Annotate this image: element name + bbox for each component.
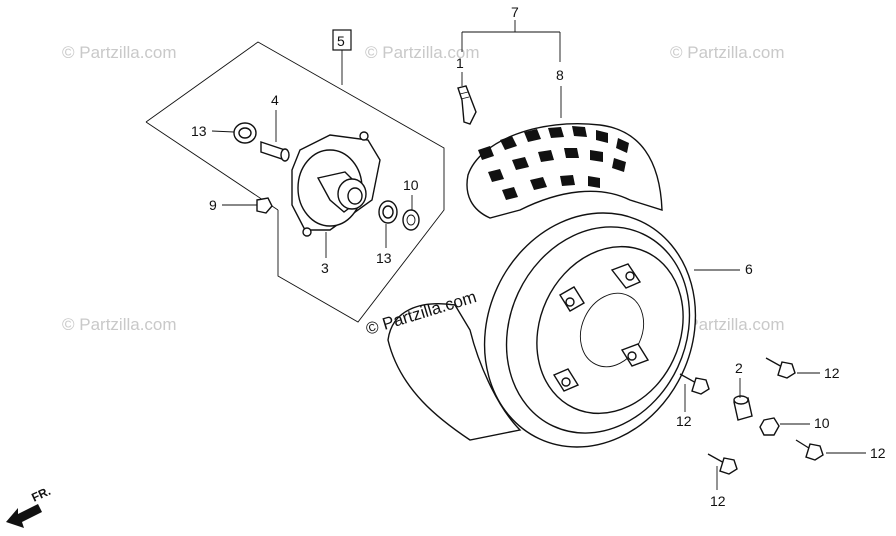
callout-13a: 13 — [191, 123, 207, 139]
callout-2: 2 — [735, 360, 743, 376]
collar-4 — [260, 141, 290, 162]
tire-8 — [466, 123, 663, 219]
callout-9: 9 — [209, 197, 217, 213]
callout-4: 4 — [271, 92, 279, 108]
bearing-13-lower — [378, 200, 398, 224]
watermark-top-center: © Partzilla.com — [365, 43, 480, 62]
hub-3 — [291, 131, 381, 237]
callout-12d: 12 — [710, 493, 726, 509]
bolt-12-bottom — [707, 453, 738, 475]
watermark-bottom-left: © Partzilla.com — [62, 315, 177, 334]
callout-6: 6 — [745, 261, 753, 277]
callout-3: 3 — [321, 260, 329, 276]
watermark-bottom-right: © Partzilla.com — [670, 315, 785, 334]
callout-12a: 12 — [676, 413, 692, 429]
nut-9 — [256, 197, 273, 214]
rim-6 — [483, 212, 697, 448]
seal-10-hub — [402, 209, 420, 231]
callout-12b: 12 — [824, 365, 840, 381]
callout-12c: 12 — [870, 445, 886, 461]
bolt-12-lower-right — [795, 439, 824, 461]
callout-13b: 13 — [376, 250, 392, 266]
front-arrow-icon — [6, 504, 42, 528]
valve-1 — [457, 85, 477, 125]
front-arrow-label: FR. — [29, 484, 52, 505]
callout-13a-leader — [211, 130, 235, 133]
nut-10-wheel — [759, 417, 780, 436]
callout-7-bracket — [461, 20, 561, 62]
watermark-top-right: © Partzilla.com — [670, 43, 785, 62]
bearing-13-top — [233, 122, 257, 144]
callout-10b: 10 — [814, 415, 830, 431]
hub-outline-edge — [145, 121, 279, 211]
callout-7: 7 — [511, 4, 519, 20]
callout-5: 5 — [337, 33, 345, 49]
collar-2 — [733, 395, 753, 421]
callout-10a: 10 — [403, 177, 419, 193]
watermark-top-left: © Partzilla.com — [62, 43, 177, 62]
bolt-12-top-right — [765, 357, 796, 379]
bolt-12-left — [679, 373, 710, 395]
callout-1: 1 — [456, 55, 464, 71]
hub-assembly-outline — [145, 41, 445, 323]
callout-8: 8 — [556, 67, 564, 83]
